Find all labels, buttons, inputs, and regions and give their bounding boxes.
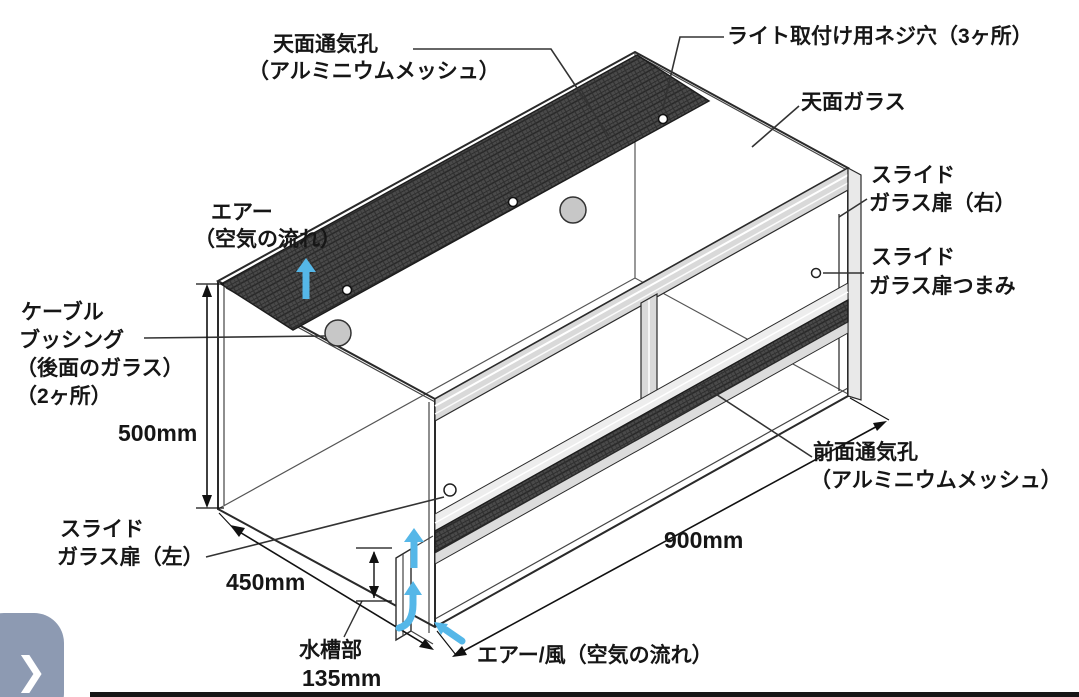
- bottom-track-highlight: [434, 291, 849, 524]
- airflow-arrow-front-lower: [395, 589, 417, 632]
- label-front-vent-line1: 前面通気孔: [813, 441, 918, 464]
- track-highlight: [434, 182, 849, 415]
- label-light-screw-holes: ライト取付け用ネジ穴（3ヶ所）: [727, 25, 1033, 48]
- left-door-knob: [443, 483, 457, 497]
- leader-cable-bushing: [143, 335, 327, 339]
- right-end-panel: [847, 166, 862, 401]
- label-slide-door-knob-line2: ガラス扉つまみ: [869, 275, 1016, 298]
- label-cable-bushing-line3: （後面のガラス）: [16, 357, 184, 380]
- glass-inner-edges: [223, 56, 849, 633]
- dimension-water-text: 135mm: [302, 665, 382, 691]
- dimension-water-135: [356, 547, 392, 602]
- dimension-depth-text: 450mm: [226, 569, 306, 595]
- airflow-arrow-front-upper: [404, 528, 424, 568]
- label-front-vent-line2: （アルミニウムメッシュ）: [810, 469, 1062, 492]
- label-cable-bushing-line4: （2ヶ所）: [16, 385, 112, 408]
- screw-hole-circle: [507, 196, 519, 208]
- next-button[interactable]: ❯: [0, 613, 64, 697]
- label-water-section-line1: 水槽部: [299, 639, 362, 662]
- front-lower-rail: [434, 321, 849, 565]
- right-door-knob: [810, 267, 822, 279]
- cable-bushing-circle: [559, 196, 587, 224]
- airflow-arrow-corner-head: [434, 622, 448, 635]
- label-slide-door-right-line1: スライド: [871, 164, 955, 187]
- airflow-arrow-corner: [442, 626, 466, 645]
- cable-bushing-circle: [324, 319, 352, 347]
- airflow-arrow-front-lower-head: [404, 581, 422, 595]
- label-top-glass: 天面ガラス: [801, 91, 906, 114]
- dimension-height-text: 500mm: [118, 420, 198, 446]
- dimension-height-500: [196, 283, 224, 509]
- dimension-width-text: 900mm: [664, 527, 744, 553]
- screw-hole-circle: [341, 284, 353, 296]
- bottom-edge-strip: [90, 692, 1079, 697]
- leader-water-section: [343, 600, 363, 638]
- label-top-vent-line1: 天面通気孔: [273, 33, 378, 56]
- dimension-width-900: [436, 397, 890, 657]
- label-cable-bushing-line2: ブッシング: [19, 329, 124, 352]
- airflow-arrow-top: [296, 258, 316, 299]
- top-vent-mesh: [219, 54, 711, 331]
- leader-top-vent: [413, 48, 610, 137]
- label-slide-door-right-line2: ガラス扉（右）: [869, 192, 1016, 215]
- label-slide-door-knob-line1: スライド: [871, 246, 955, 269]
- chevron-right-icon: ❯: [15, 649, 47, 693]
- label-top-vent-line2: （アルミニウムメッシュ）: [248, 60, 500, 83]
- leader-door-right: [838, 198, 868, 218]
- label-air-flow-top-line2: （空気の流れ）: [194, 228, 341, 251]
- track-highlight: [434, 174, 849, 407]
- screw-hole-circle: [657, 113, 669, 125]
- label-cable-bushing-line1: ケーブル: [21, 301, 104, 324]
- leader-door-left: [205, 496, 445, 558]
- leader-top-glass: [751, 105, 800, 148]
- leader-front-vent: [701, 384, 813, 458]
- label-air-flow-top-line1: エアー: [211, 201, 273, 224]
- leader-light-screw: [662, 36, 724, 109]
- label-slide-door-left-line2: ガラス扉（左）: [57, 546, 204, 569]
- label-slide-door-left-line1: スライド: [60, 518, 144, 541]
- label-air-flow-bottom: エアー/風（空気の流れ）: [477, 644, 713, 667]
